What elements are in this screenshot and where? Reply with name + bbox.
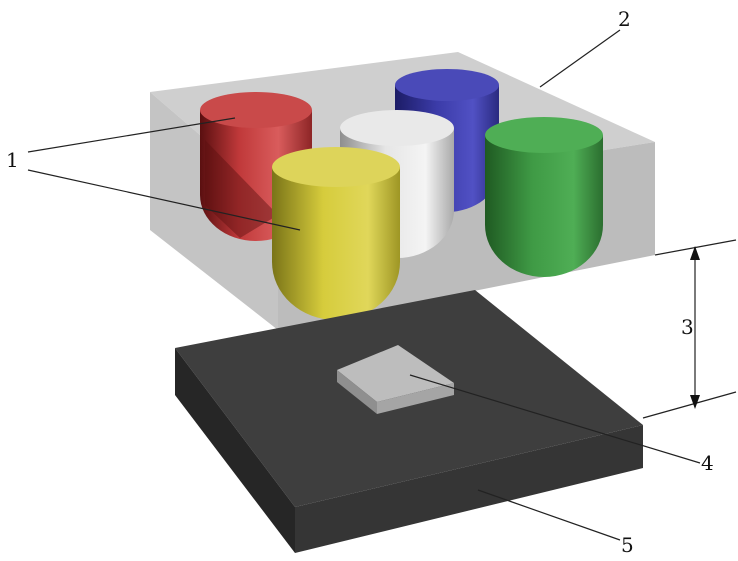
- label-base: 5: [621, 533, 634, 557]
- leader-2-to-tray: [539, 29, 621, 88]
- base-front-face: [295, 425, 643, 553]
- label-gap: 3: [681, 315, 694, 339]
- base-plate: [175, 290, 643, 553]
- label-sample: 4: [701, 451, 714, 475]
- sample-front-face: [377, 383, 454, 414]
- gap-arrowhead-bottom: [690, 395, 700, 409]
- cup-yellow: [272, 147, 400, 320]
- sample-top-face: [337, 345, 454, 402]
- leader-1-to-yellow-cup: [27, 169, 301, 231]
- label-cups: 1: [6, 148, 19, 172]
- gap-dimension: [642, 239, 737, 419]
- base-left-face: [175, 348, 295, 553]
- gap-arrowhead-top: [690, 246, 700, 260]
- cup-green: [485, 117, 603, 277]
- sample: [337, 345, 454, 414]
- label-tray: 2: [618, 7, 631, 31]
- gap-extension-bottom: [642, 391, 737, 419]
- leader-5-to-base: [477, 489, 621, 541]
- leader-1-to-red-cup: [27, 117, 236, 153]
- leader-4-to-sample: [409, 374, 701, 464]
- sample-left-face: [337, 370, 377, 414]
